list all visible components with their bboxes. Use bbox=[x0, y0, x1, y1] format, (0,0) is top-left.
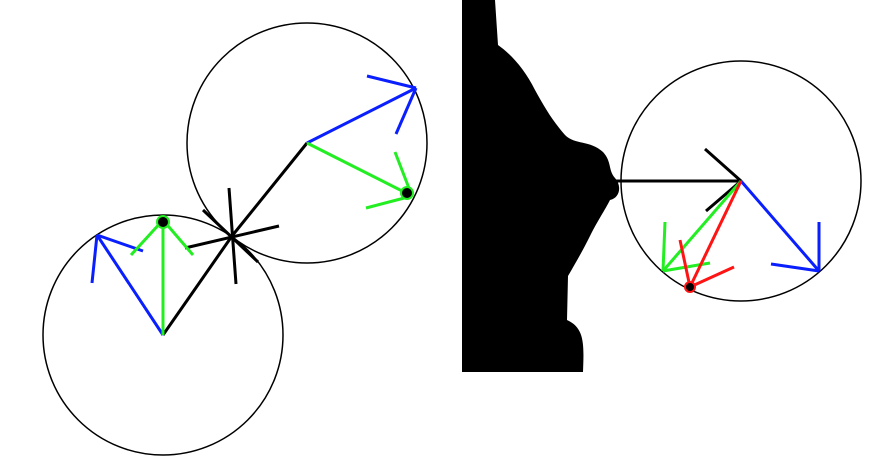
upper-blue-vector bbox=[306, 74, 418, 145]
lower-contact-dot bbox=[156, 215, 170, 229]
gripper-hand-silhouette-icon bbox=[462, 0, 620, 372]
right-panel bbox=[462, 0, 862, 372]
right-red-vector bbox=[678, 180, 743, 289]
left-panel bbox=[42, 22, 428, 456]
upper-circle bbox=[186, 22, 428, 264]
right-blue-vector bbox=[739, 180, 821, 273]
upper-contact-dot bbox=[400, 186, 414, 200]
contact-point-star bbox=[184, 187, 280, 285]
lower-green-vector bbox=[129, 218, 195, 335]
right-green-vector bbox=[661, 180, 743, 273]
right-contact-dot bbox=[684, 281, 696, 293]
center-link-line bbox=[161, 235, 234, 336]
lower-blue-vector bbox=[90, 233, 165, 336]
upper-green-vector bbox=[306, 141, 414, 210]
center-link-line-upper bbox=[230, 142, 309, 237]
